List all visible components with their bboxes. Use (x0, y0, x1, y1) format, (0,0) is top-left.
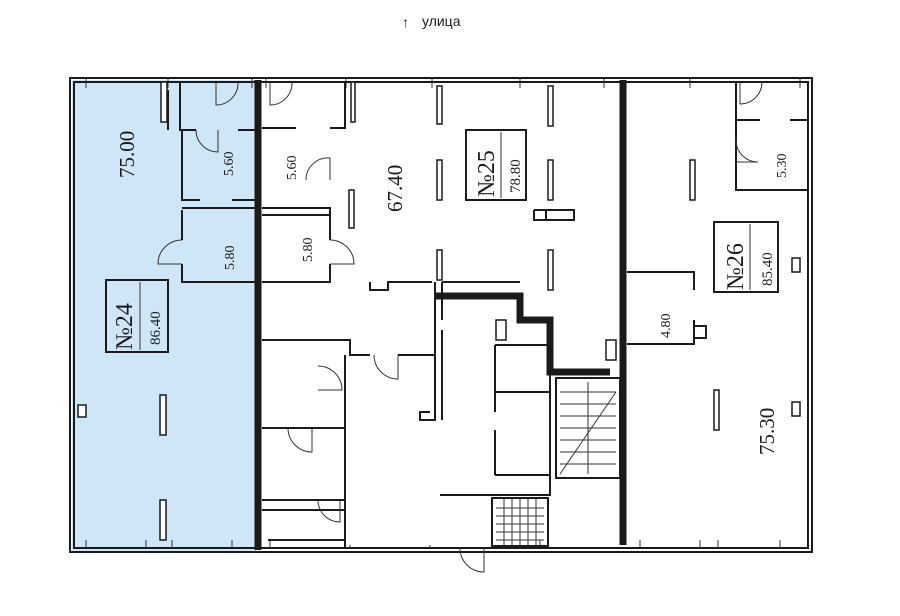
unit-25-tag (465, 129, 527, 201)
unit-25-hall-area: 5.80 (301, 238, 316, 263)
unit-24[interactable]: 75.00 №24 86.40 5.60 5.80 (105, 131, 238, 353)
up-arrow-icon: ↑ (402, 14, 409, 30)
top-windows (85, 78, 801, 548)
unit-26-tag (713, 221, 779, 293)
unit-24-total-area: 86.40 (148, 311, 164, 345)
staircase-main (555, 377, 621, 479)
unit-26-walls (627, 81, 808, 345)
outer-walls (69, 77, 813, 553)
unit-26-room-area: 4.80 (659, 314, 674, 339)
columns (77, 81, 801, 541)
unit-26-wc-area: 5.30 (775, 154, 790, 179)
street-label: улица (422, 13, 461, 29)
demising-walls (254, 80, 627, 550)
unit-24-walls (157, 81, 258, 283)
unit-26-total-area: 85.40 (760, 252, 776, 286)
unit-26-number: №26 (723, 243, 749, 290)
street-indicator: ↑ улица (402, 13, 461, 30)
staircase-entrance (491, 497, 549, 547)
unit-24-main-area: 75.00 (115, 131, 139, 178)
unit-24-tag (105, 279, 169, 353)
unit-26[interactable]: 5.30 №26 85.40 4.80 75.30 (659, 154, 790, 456)
unit-25-main-area: 67.40 (383, 165, 407, 212)
unit-24-highlight[interactable] (72, 80, 256, 552)
unit-26-main-area: 75.30 (755, 408, 779, 455)
unit-25-number: №25 (474, 150, 500, 197)
unit-25-wc-area: 5.60 (285, 156, 300, 181)
unit-24-number: №24 (112, 303, 138, 350)
unit-25[interactable]: 5.60 5.80 67.40 №25 78.80 (285, 129, 527, 263)
unit-25-walls (262, 81, 575, 291)
unit-25-total-area: 78.80 (508, 159, 524, 193)
unit-24-hall-area: 5.80 (223, 246, 238, 271)
central-rooms (262, 281, 551, 573)
unit-24-wc-area: 5.60 (222, 152, 237, 177)
